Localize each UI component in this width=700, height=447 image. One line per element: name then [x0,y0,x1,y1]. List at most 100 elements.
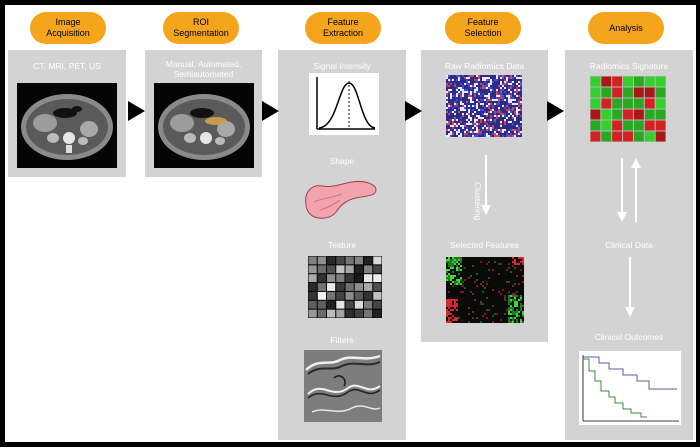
raw-cell [514,99,516,101]
selected-cell [500,263,502,265]
selected-cell [516,301,518,303]
survival-curve-plot [579,351,681,425]
raw-cell [464,135,466,137]
raw-cell [486,129,488,131]
selected-cell [450,279,452,281]
raw-cell [466,133,468,135]
raw-cell [482,83,484,85]
raw-cell [514,135,516,137]
raw-cell [474,85,476,87]
selected-cell [450,301,452,303]
selected-cell [446,277,448,279]
raw-cell [490,91,492,93]
clinical-outcomes-label: Clinical Outcomes [594,332,664,342]
raw-cell [460,125,462,127]
selected-cell [480,301,482,303]
raw-cell [484,87,486,89]
selected-cell [474,281,476,283]
selected-cell [510,271,512,273]
raw-cell [500,87,502,89]
selected-cell [518,257,520,259]
raw-cell [488,107,490,109]
selected-cell [446,269,448,271]
texture-cell [354,274,363,283]
raw-cell [488,129,490,131]
raw-cell [516,113,518,115]
raw-cell [508,99,510,101]
raw-cell [472,131,474,133]
selected-cell [448,321,450,323]
selected-cell [512,321,514,323]
raw-cell [474,125,476,127]
raw-cell [464,123,466,125]
raw-cell [464,83,466,85]
raw-cell [476,121,478,123]
raw-cell [504,119,506,121]
signature-cell [601,109,612,120]
selected-cell [522,259,524,261]
selected-cell [456,303,458,305]
raw-cell [496,91,498,93]
selected-cell [482,281,484,283]
texture-cell [373,300,382,309]
selected-cell [520,307,522,309]
raw-cell [486,83,488,85]
raw-cell [510,87,512,89]
raw-cell [490,129,492,131]
raw-cell [504,113,506,115]
raw-cell [478,91,480,93]
selected-cell [476,279,478,281]
selected-cell [514,293,516,295]
raw-cell [500,111,502,113]
raw-cell [500,95,502,97]
selected-cell [462,281,464,283]
signature-cell [590,98,601,109]
selected-cell [468,307,470,309]
selected-cell [452,263,454,265]
raw-cell [480,95,482,97]
raw-cell [468,91,470,93]
raw-cell [446,85,448,87]
raw-cell [474,89,476,91]
raw-cell [520,103,522,105]
raw-cell [482,99,484,101]
raw-cell [446,75,448,77]
selection-panel: Raw Radiomics Data Clustering Selected F… [421,50,548,342]
selected-cell [510,317,512,319]
raw-cell [450,97,452,99]
raw-cell [490,89,492,91]
raw-cell [514,113,516,115]
selected-cell [452,275,454,277]
raw-cell [484,107,486,109]
raw-cell [458,131,460,133]
raw-cell [460,91,462,93]
raw-cell [488,87,490,89]
selected-cell [514,301,516,303]
selected-cell [516,291,518,293]
raw-cell [494,113,496,115]
selected-cell [514,317,516,319]
raw-cell [468,77,470,79]
raw-cell [478,129,480,131]
texture-cell [327,256,336,265]
raw-cell [472,85,474,87]
texture-cell [345,300,354,309]
raw-cell [468,105,470,107]
signature-cell [644,131,655,142]
raw-cell [462,87,464,89]
raw-cell [514,89,516,91]
raw-cell [480,117,482,119]
selected-cell [514,261,516,263]
raw-cell [462,105,464,107]
raw-cell [452,121,454,123]
raw-cell [518,99,520,101]
signature-cell [590,131,601,142]
raw-cell [482,105,484,107]
raw-cell [492,107,494,109]
selected-cell [448,279,450,281]
texture-cell [327,274,336,283]
selected-cell [476,285,478,287]
raw-cell [490,99,492,101]
raw-cell [512,77,514,79]
selected-cell [492,315,494,317]
